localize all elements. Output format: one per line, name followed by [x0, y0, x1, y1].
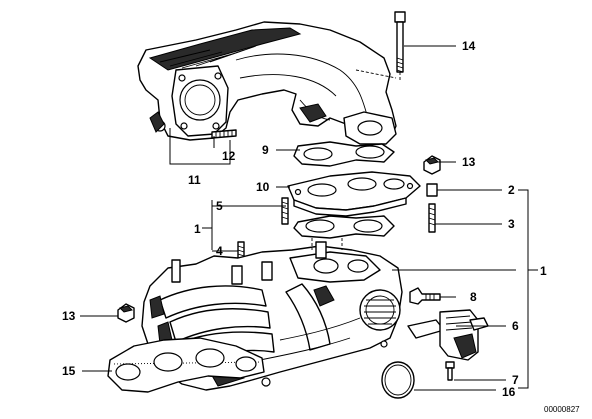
gasket-lower: [293, 215, 395, 239]
callout-5: 5: [216, 199, 223, 213]
upper-intake-manifold: [137, 21, 397, 145]
nut-part-13-left: [117, 303, 135, 323]
callout-1-left: 1: [194, 222, 201, 236]
callout-10: 10: [256, 180, 270, 194]
nut-part-13-top: [423, 155, 441, 175]
stud-part-12: [211, 129, 237, 139]
stud-part-3: [428, 203, 436, 233]
lower-intake-manifold: [141, 241, 403, 391]
gasket-part-15: [107, 337, 265, 393]
diagram-code: 00000827: [544, 405, 580, 414]
callout-13-top: 13: [462, 155, 476, 169]
callout-16: 16: [502, 385, 516, 399]
callout-3: 3: [508, 217, 515, 231]
idle-control-valve-part-6: [407, 309, 489, 361]
stud-part-5: [281, 197, 289, 225]
sleeve-part-2: [426, 183, 438, 197]
bolt-part-14: [394, 11, 406, 80]
callout-7: 7: [512, 373, 519, 387]
callout-9: 9: [262, 143, 269, 157]
spacer-plate-part-10: [287, 171, 421, 217]
leader-lines: [80, 45, 538, 391]
gasket-part-9: [293, 141, 395, 167]
o-ring-part-16: [381, 361, 415, 399]
callout-8: 8: [470, 290, 477, 304]
screw-part-7: [445, 361, 455, 381]
callout-2: 2: [508, 183, 515, 197]
callout-12: 12: [222, 149, 236, 163]
callout-6: 6: [512, 319, 519, 333]
callout-4: 4: [216, 244, 223, 258]
callout-13-left: 13: [62, 309, 76, 323]
stud-part-4: [237, 241, 245, 259]
callout-14: 14: [462, 39, 476, 53]
callout-1-right: 1: [540, 264, 547, 278]
callout-11: 11: [188, 173, 201, 187]
callout-15: 15: [62, 364, 76, 378]
bolt-part-8: [409, 287, 441, 305]
